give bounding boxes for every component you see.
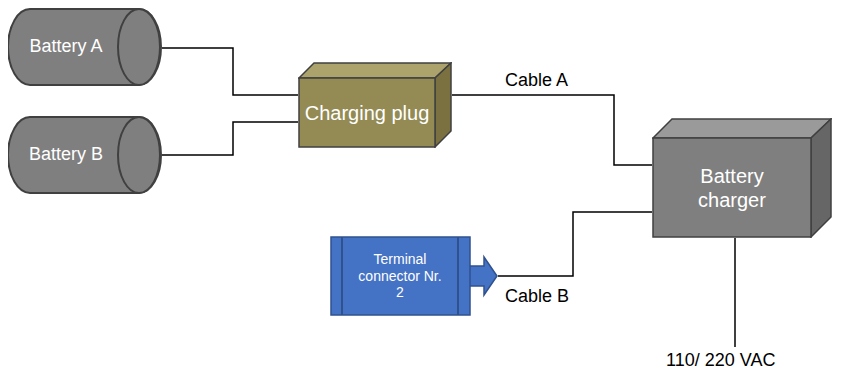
connector-bar (341, 237, 343, 315)
node-label: Battery B (20, 144, 112, 166)
cable-line (498, 212, 652, 276)
text-area: Battery A (20, 8, 112, 86)
node-label: Charging plug (304, 101, 430, 125)
box-front (653, 138, 811, 237)
connector-arrow (468, 257, 497, 295)
connector-bar (457, 237, 459, 315)
cylinder-cap (118, 117, 160, 193)
node-label: Battery charger (676, 164, 788, 212)
box-side (435, 63, 451, 147)
cable-label: Cable A (503, 70, 570, 91)
supply-label: 110/ 220 VAC (664, 350, 777, 371)
text-area: Battery charger (662, 138, 802, 238)
battery-cylinder: Battery A (8, 8, 162, 86)
box-front (299, 78, 435, 147)
cylinder-body (8, 117, 161, 193)
cable-line (162, 122, 298, 155)
text-area: Battery B (20, 116, 112, 194)
terminal-connector: Terminal connector Nr. 2 (330, 236, 498, 316)
text-area: Terminal connector Nr. 2 (346, 236, 454, 316)
box-top (653, 119, 831, 138)
node-label: Battery A (20, 36, 112, 58)
cylinder-body (8, 9, 161, 85)
text-area: Charging plug (304, 78, 430, 148)
box-top (299, 63, 451, 78)
node-label: Terminal connector Nr. 2 (354, 251, 446, 301)
battery-charger-box: Battery charger (652, 118, 832, 238)
cable-line (452, 95, 652, 165)
charging-plug-box: Charging plug (298, 62, 452, 148)
cylinder-cap (118, 9, 160, 85)
power-line (734, 238, 736, 347)
battery-cylinder: Battery B (8, 116, 162, 194)
connector-body (331, 237, 470, 315)
cable-label: Cable B (503, 286, 571, 307)
box-side (811, 119, 831, 237)
cable-line (162, 48, 298, 95)
